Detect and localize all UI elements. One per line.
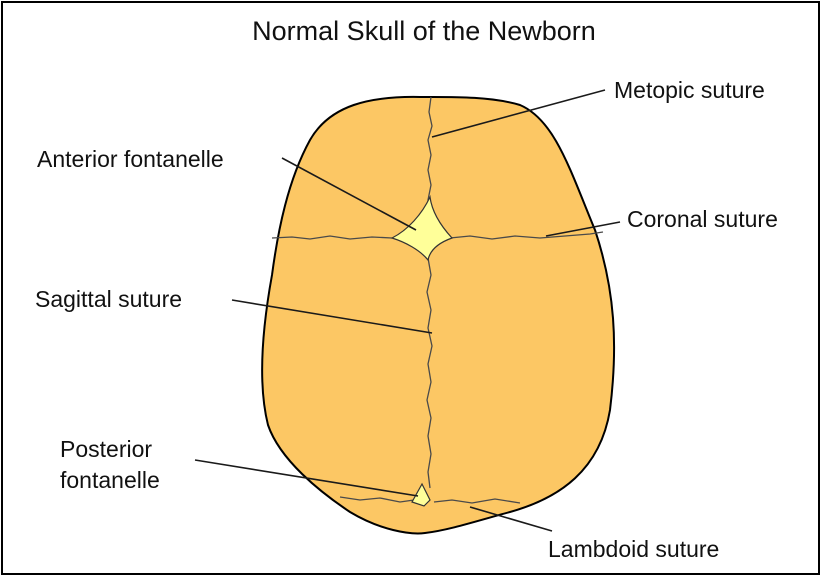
diagram-title: Normal Skull of the Newborn: [252, 16, 596, 46]
posterior-fontanelle-label-line2: fontanelle: [60, 467, 160, 493]
skull-outline: [262, 97, 614, 533]
coronal-suture-label: Coronal suture: [627, 206, 778, 232]
lambdoid-suture-label: Lambdoid suture: [548, 536, 719, 562]
sagittal-suture-label: Sagittal suture: [35, 286, 182, 312]
anterior-fontanelle-label: Anterior fontanelle: [37, 146, 224, 172]
posterior-fontanelle-label-line1: Posterior: [60, 436, 152, 462]
metopic-suture-label: Metopic suture: [614, 77, 765, 103]
